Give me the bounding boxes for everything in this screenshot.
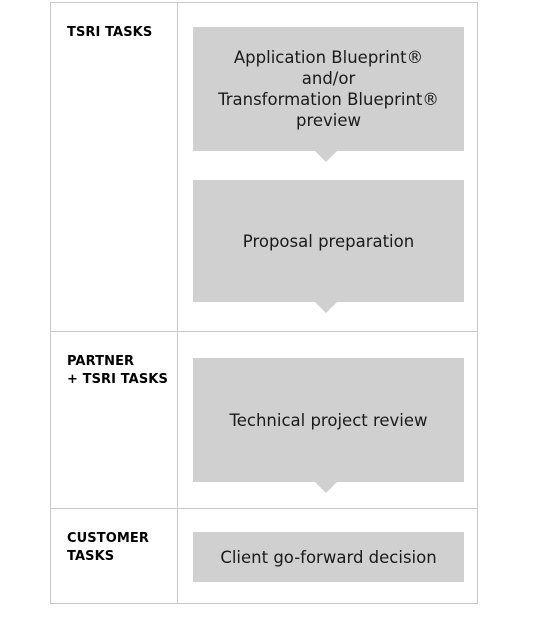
lane-label-partner-tsri: PARTNER + TSRI TASKS — [67, 354, 168, 387]
lane-label-tsri: TSRI TASKS — [67, 25, 153, 40]
step-technical-review: Technical project review — [193, 358, 464, 482]
lane-label-customer: CUSTOMER TASKS — [67, 531, 150, 564]
step-go-forward-decision-text: Client go-forward decision — [220, 547, 437, 567]
flow-arrow-2 — [315, 302, 337, 313]
flow-arrow-3 — [315, 482, 337, 493]
lane-divider-2 — [50, 508, 478, 509]
step-blueprint-preview: Application Blueprint® and/or Transforma… — [193, 27, 464, 151]
step-technical-review-text: Technical project review — [229, 410, 428, 430]
lane-divider-1 — [50, 331, 478, 332]
step-proposal-preparation-text: Proposal preparation — [242, 231, 415, 251]
step-blueprint-preview-text: Application Blueprint® and/or Transforma… — [218, 48, 439, 130]
step-proposal-preparation: Proposal preparation — [193, 180, 464, 302]
swimlane-frame — [50, 2, 478, 604]
step-go-forward-decision: Client go-forward decision — [193, 532, 464, 582]
flow-arrow-1 — [315, 151, 337, 162]
lane-column-divider — [177, 2, 178, 604]
